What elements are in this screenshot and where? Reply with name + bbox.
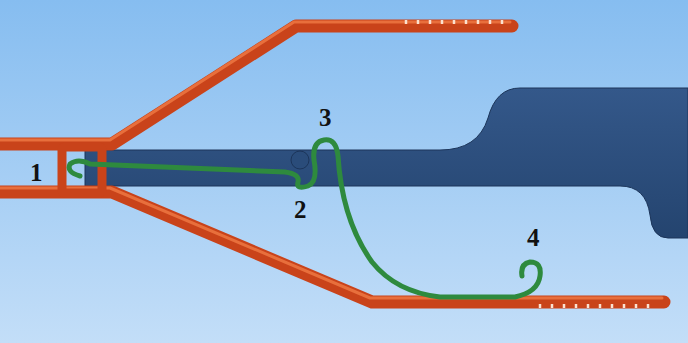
callout-number: 4 — [527, 225, 540, 250]
callout-number: 2 — [294, 197, 307, 222]
wire-spring — [69, 140, 540, 297]
pivot — [291, 151, 309, 169]
tweezer-arms — [0, 26, 664, 302]
callout-number: 3 — [319, 105, 332, 130]
callout-number: 1 — [30, 160, 43, 185]
